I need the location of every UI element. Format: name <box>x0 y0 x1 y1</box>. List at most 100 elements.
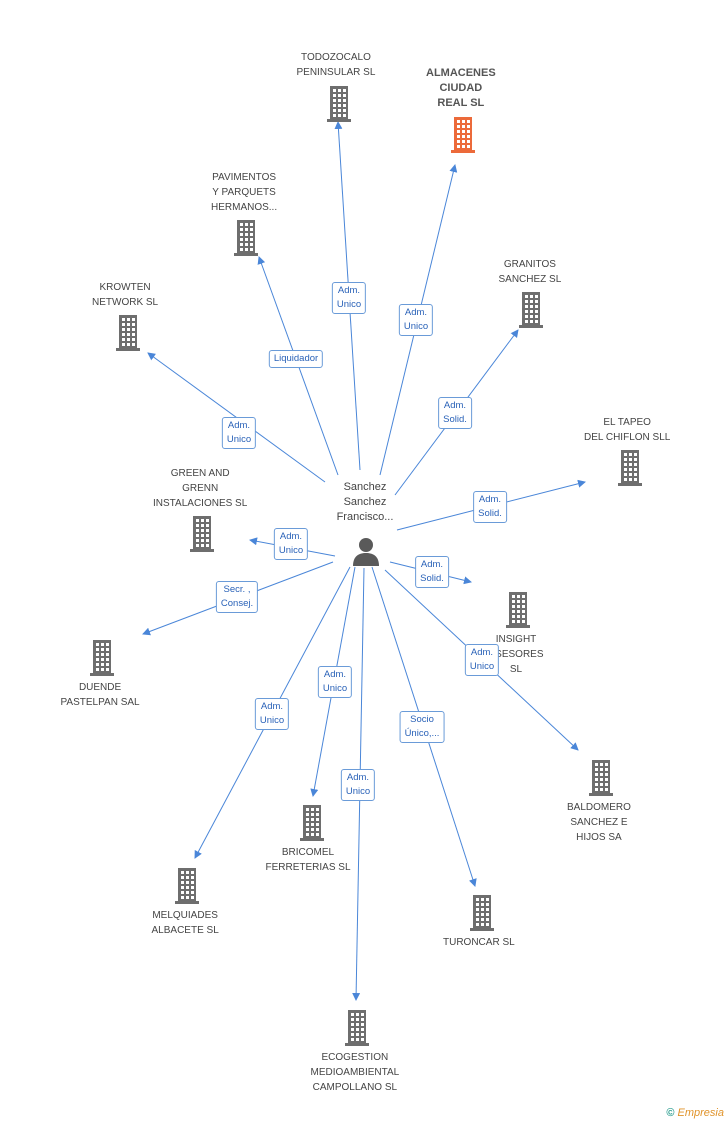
relation-label-granitos[interactable]: Adm.Solid. <box>438 397 472 429</box>
company-name[interactable]: GRANITOS SANCHEZ SL <box>499 257 562 287</box>
relation-label-ecogestion[interactable]: Adm.Unico <box>340 769 376 801</box>
person-name-line: Sanchez <box>343 481 387 493</box>
person-icon[interactable] <box>350 535 382 567</box>
company-name-line: DUENDE <box>78 682 122 693</box>
company-name-line: GREEN AND <box>170 468 230 479</box>
relation-label-line: Adm. <box>470 647 494 658</box>
building-icon[interactable] <box>171 868 203 904</box>
relation-label-almacenes[interactable]: Adm. Unico <box>398 304 434 336</box>
relation-label-krowten[interactable]: Adm. Unico <box>221 417 257 449</box>
relation-label-line: Adm. <box>227 420 251 431</box>
relation-label-line: Liquidador <box>273 353 319 364</box>
company-name-line: HIJOS SA <box>576 832 622 843</box>
company-name-line: TODOZOCALO <box>301 52 371 63</box>
company-name-line: INSIGHT <box>495 634 537 645</box>
relation-label-todozocalo[interactable]: Adm.Unico <box>331 282 367 314</box>
building-icon[interactable] <box>86 640 118 676</box>
company-name-line: REAL SL <box>437 97 485 109</box>
building-icon[interactable] <box>614 450 646 486</box>
relation-label-line: Socio <box>410 714 434 725</box>
relation-label-line: Adm. <box>260 701 284 712</box>
company-name-line: PAVIMENTOS <box>212 172 277 183</box>
company-name[interactable]: TURONCAR SL <box>443 935 515 950</box>
relation-label-line: Adm. <box>404 307 428 318</box>
company-name[interactable]: ALMACENES CIUDAD REAL SL <box>426 66 496 111</box>
relation-label-green[interactable]: Adm. Unico <box>273 528 309 560</box>
company-name-line: BALDOMERO <box>567 802 631 813</box>
relation-label-line: Solid. <box>443 414 467 425</box>
relation-label-line: Adm. <box>337 285 361 296</box>
company-name-line: ASESORES <box>488 649 544 660</box>
relation-label-tapeo[interactable]: Adm. Solid. <box>473 491 507 523</box>
relation-label-bricomel[interactable]: Adm. Unico <box>317 666 353 698</box>
building-icon[interactable] <box>296 805 328 841</box>
copyright-symbol: © <box>666 1107 675 1119</box>
relation-label-pavimentos[interactable]: Liquidador <box>268 350 324 368</box>
relation-label-line: Secr. , <box>223 584 251 595</box>
building-icon[interactable] <box>585 760 617 796</box>
relation-label-duende[interactable]: Secr. , Consej. <box>215 581 259 613</box>
relation-label-line: Adm. <box>279 531 303 542</box>
building-icon[interactable] <box>515 292 547 328</box>
company-name-line: SANCHEZ E <box>570 817 628 828</box>
footer-brand: ©Empresia <box>666 1107 724 1119</box>
company-name-line: PENINSULAR SL <box>296 67 376 78</box>
company-name-line: MEDIOAMBIENTAL <box>310 1067 400 1078</box>
relation-label-melquiades[interactable]: Adm. Unico <box>254 698 290 730</box>
relation-label-line: Unico <box>226 434 252 445</box>
relation-label-line: Unico <box>403 321 429 332</box>
company-name-line: HERMANOS... <box>211 202 278 213</box>
company-name-line: INSTALACIONES SL <box>153 498 248 509</box>
building-icon[interactable] <box>323 86 355 122</box>
relation-label-line: Adm. <box>346 772 370 783</box>
relation-label-line: Unico <box>278 545 304 556</box>
relation-label-line: Único,... <box>404 728 440 739</box>
relation-label-line: Adm. <box>420 559 444 570</box>
person-name-line: Francisco... <box>336 511 394 523</box>
building-icon[interactable] <box>112 315 144 351</box>
company-name-line: Y PARQUETS <box>212 187 276 198</box>
building-icon[interactable] <box>186 516 218 552</box>
relation-label-line: Adm. <box>478 494 502 505</box>
company-name-line: TURONCAR SL <box>443 937 515 948</box>
building-icon[interactable] <box>230 220 262 256</box>
relation-label-line: Solid. <box>420 573 444 584</box>
company-name-line: BRICOMEL <box>281 847 335 858</box>
building-icon[interactable] <box>447 117 479 153</box>
company-name[interactable]: TODOZOCALO PENINSULAR SL <box>297 50 376 80</box>
building-icon[interactable] <box>502 592 534 628</box>
company-name-line: SANCHEZ SL <box>498 274 562 285</box>
company-name-line: ALMACENES <box>426 67 496 79</box>
relation-label-line: Unico <box>469 661 495 672</box>
relation-label-line: Consej. <box>220 598 254 609</box>
company-name-line: NETWORK SL <box>92 297 159 308</box>
company-name-line: PASTELPAN SAL <box>60 697 140 708</box>
relation-label-line: Adm. <box>323 669 347 680</box>
company-name-line: CIUDAD <box>439 82 483 94</box>
person-name-line: Sanchez <box>343 496 387 508</box>
brand-name: Empresia <box>677 1107 724 1119</box>
relation-label-line: Unico <box>259 715 285 726</box>
relation-label-line: Unico <box>322 683 348 694</box>
company-name-line: GRANITOS <box>503 259 556 270</box>
company-name[interactable]: PAVIMENTOS Y PARQUETS HERMANOS... <box>211 170 277 215</box>
building-icon[interactable] <box>466 895 498 931</box>
company-name[interactable]: DUENDE PASTELPAN SAL <box>61 680 140 710</box>
building-icon[interactable] <box>341 1010 373 1046</box>
company-name-line: ALBACETE SL <box>151 925 219 936</box>
company-name-line: DEL CHIFLON SLL <box>584 432 671 443</box>
relation-label-insight[interactable]: Adm. Solid. <box>415 556 449 588</box>
company-name[interactable]: BALDOMERO SANCHEZ E HIJOS SA <box>567 800 631 845</box>
company-name-line: ECOGESTION <box>321 1052 389 1063</box>
relation-label-baldomero[interactable]: Adm. Unico <box>464 644 500 676</box>
relation-label-line: Solid. <box>478 508 502 519</box>
